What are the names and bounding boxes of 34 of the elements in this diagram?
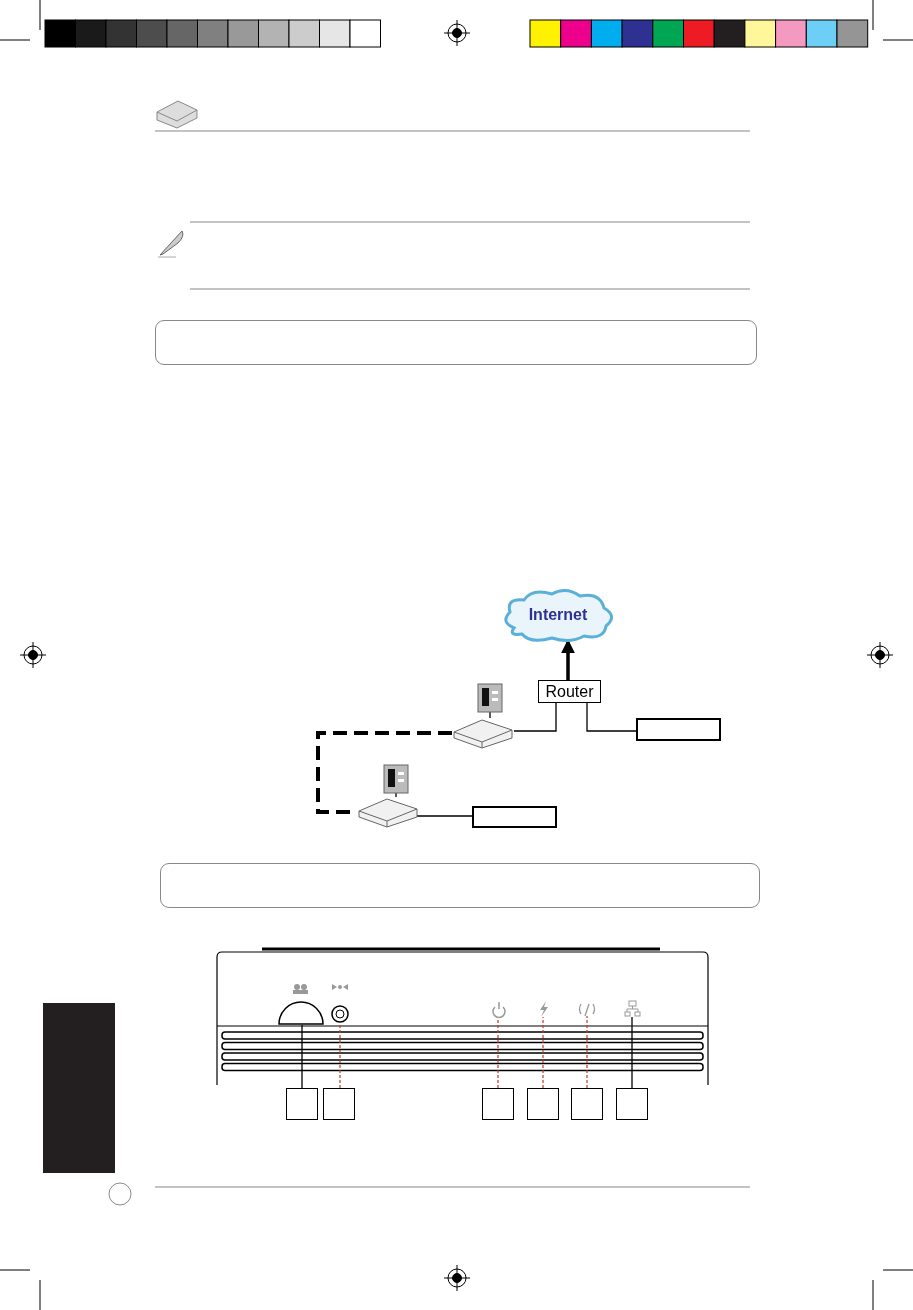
callout-box [286,1088,318,1120]
power-icon [492,1001,506,1017]
cable-line [513,702,557,732]
cable-line [316,731,452,814]
heading-box [160,863,760,908]
label-box [636,718,721,741]
callout-box [571,1088,603,1120]
leader-line [339,1022,341,1089]
wall-outlet-icon [478,684,502,712]
router-label: Router [538,680,601,703]
callout-box [323,1088,355,1120]
leader-line [542,1016,544,1089]
callout-box [616,1088,648,1120]
wall-outlet-icon [384,765,408,793]
leader-line [586,1015,588,1089]
callout-box [527,1088,559,1120]
leader-line [631,1016,633,1089]
adapter-drawing [357,797,417,827]
cable-line [586,702,637,732]
callout-box [482,1088,514,1120]
cable-line [416,815,473,817]
leader-line [301,1024,303,1089]
wireless-icon [578,1002,596,1016]
adapter-drawing [452,718,514,748]
network-icon [625,1001,640,1017]
lightning-icon [537,1001,550,1017]
language-tab [43,1003,115,1173]
cable-line [395,792,397,798]
label-box [472,806,557,828]
cloud-label: Internet [528,606,588,624]
cable-line [489,711,491,719]
push-button [278,1001,324,1025]
reset-button [331,1005,349,1023]
heading-box [155,320,757,365]
